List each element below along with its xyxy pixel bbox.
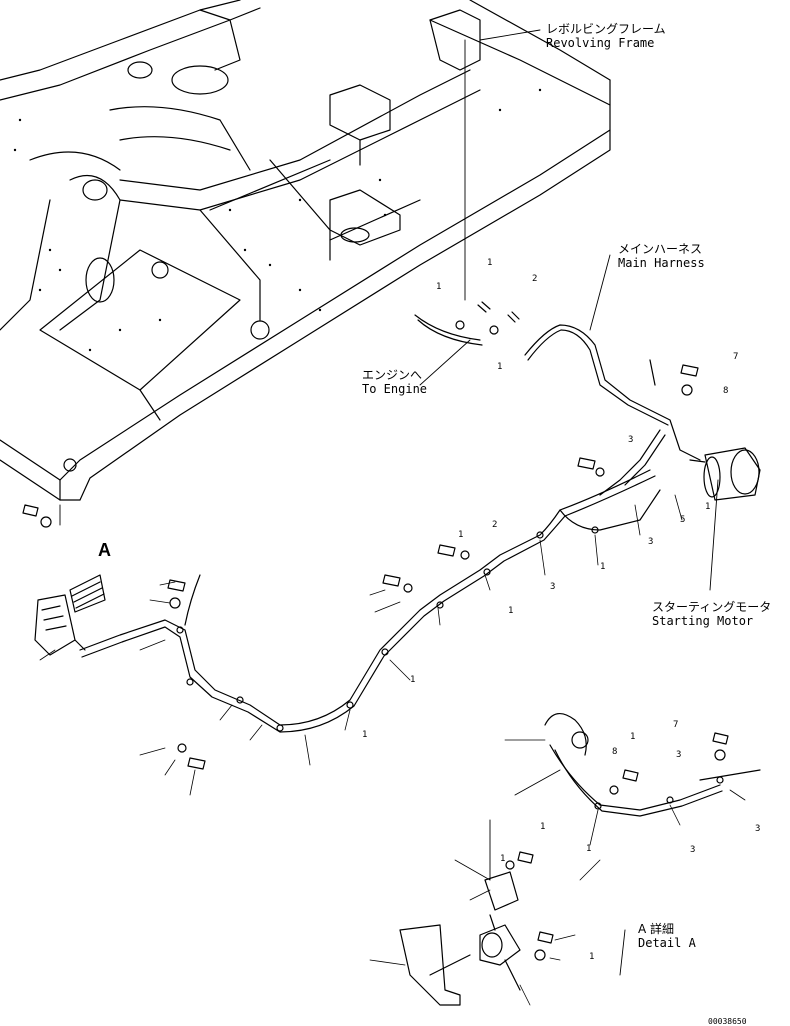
leader-lines — [59, 29, 719, 976]
callout-3b: 3 — [648, 537, 654, 547]
drawing-number: 00038650 — [708, 1017, 747, 1026]
detail-a-label-jp: A 詳細 — [638, 922, 675, 936]
starting-motor-label-en: Starting Motor — [652, 614, 754, 628]
callout-1l: 1 — [500, 854, 506, 864]
callout-3: 3 — [628, 435, 634, 445]
revolving-frame-label-jp: レボルビングフレーム — [546, 22, 666, 36]
revolving-frame — [0, 0, 611, 501]
connector-bracket — [34, 594, 86, 656]
starting-motor — [689, 447, 761, 501]
callout-1k: 1 — [540, 822, 546, 832]
callout-8b: 8 — [612, 747, 618, 757]
to-engine-label-en: To Engine — [362, 382, 428, 396]
callout-3d: 3 — [755, 824, 761, 834]
main-harness-upper — [524, 324, 701, 496]
callout-5: 5 — [680, 515, 686, 525]
starting-motor-label-jp: スターティングモータ — [652, 600, 772, 614]
callout-1m: 1 — [497, 362, 503, 372]
callout-1: 1 — [487, 258, 493, 268]
engine-harness — [414, 301, 520, 346]
main-harness-label-jp: メインハーネス — [618, 242, 703, 256]
callout-1n: 1 — [436, 282, 442, 292]
main-harness-label-en: Main Harness — [618, 256, 705, 270]
callout-8: 8 — [723, 386, 729, 396]
view-a-marker: A — [98, 540, 111, 560]
main-harness-lower — [79, 469, 661, 733]
callout-2: 2 — [532, 274, 538, 284]
callout-3f: 3 — [676, 750, 682, 760]
callout-1e: 1 — [508, 606, 514, 616]
to-engine-label-jp: エンジンへ — [362, 368, 423, 382]
callout-1d: 1 — [600, 562, 606, 572]
callout-1f: 1 — [410, 675, 416, 685]
revolving-frame-label-en: Revolving Frame — [546, 36, 655, 50]
view-a-arrow — [69, 574, 106, 613]
fasteners — [22, 457, 605, 770]
callout-1g: 1 — [362, 730, 368, 740]
callout-3e: 3 — [690, 845, 696, 855]
callout-1i: 1 — [586, 844, 592, 854]
callout-7: 7 — [733, 352, 739, 362]
callout-1c: 1 — [458, 530, 464, 540]
callout-7b: 7 — [673, 720, 679, 730]
callout-1b: 1 — [705, 502, 711, 512]
detail-a-label-en: Detail A — [638, 936, 696, 950]
frame-rivets — [13, 88, 542, 352]
callout-1j: 1 — [589, 952, 595, 962]
callout-1h: 1 — [630, 732, 636, 742]
detail-a-drawing — [399, 713, 761, 1006]
callout-ticks — [39, 494, 746, 1006]
callout-2b: 2 — [492, 520, 498, 530]
callout-3c: 3 — [550, 582, 556, 592]
